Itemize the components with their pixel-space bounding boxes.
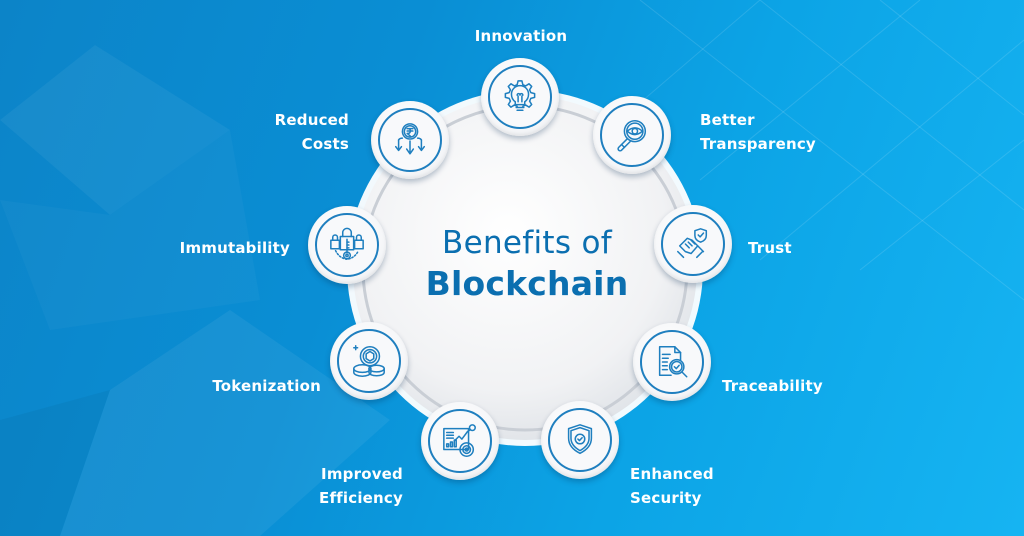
label-improved-efficiency: Improved Efficiency	[319, 465, 403, 507]
label-tokenization: Tokenization	[212, 377, 321, 395]
locks-key-icon	[330, 227, 364, 261]
benefit-node-trust	[654, 205, 732, 283]
magnifier-eye-icon	[617, 119, 647, 152]
handshake-shield-icon	[677, 228, 708, 259]
benefit-node-enhanced-security	[541, 401, 619, 479]
label-reduced-costs: Reduced Costs	[274, 111, 349, 153]
label-innovation: Innovation	[474, 27, 568, 45]
coin-stack-icon	[353, 345, 385, 377]
benefit-node-reduced-costs	[371, 101, 449, 179]
label-traceability: Traceability	[722, 377, 823, 395]
benefit-node-immutability	[308, 206, 386, 284]
benefit-node-innovation	[481, 58, 559, 136]
label-enhanced-security: Enhanced Security	[630, 465, 714, 507]
benefit-node-better-transparency	[593, 96, 671, 174]
shield-check-icon	[567, 424, 593, 455]
benefit-node-improved-efficiency	[421, 402, 499, 480]
label-trust: Trust	[748, 239, 792, 257]
title-line-1: Benefits of	[442, 225, 612, 261]
dashboard-chart-icon	[443, 424, 476, 457]
benefit-node-traceability	[633, 323, 711, 401]
rupee-coin-down-arrows-icon	[394, 123, 426, 155]
gear-lightbulb-icon	[504, 80, 536, 112]
benefit-node-tokenization	[330, 322, 408, 400]
center-title: Benefits of Blockchain	[412, 225, 642, 303]
title-line-2: Blockchain	[425, 264, 629, 303]
label-immutability: Immutability	[179, 239, 290, 257]
label-better-transparency: Better Transparency	[700, 111, 816, 153]
document-search-check-icon	[658, 346, 688, 378]
